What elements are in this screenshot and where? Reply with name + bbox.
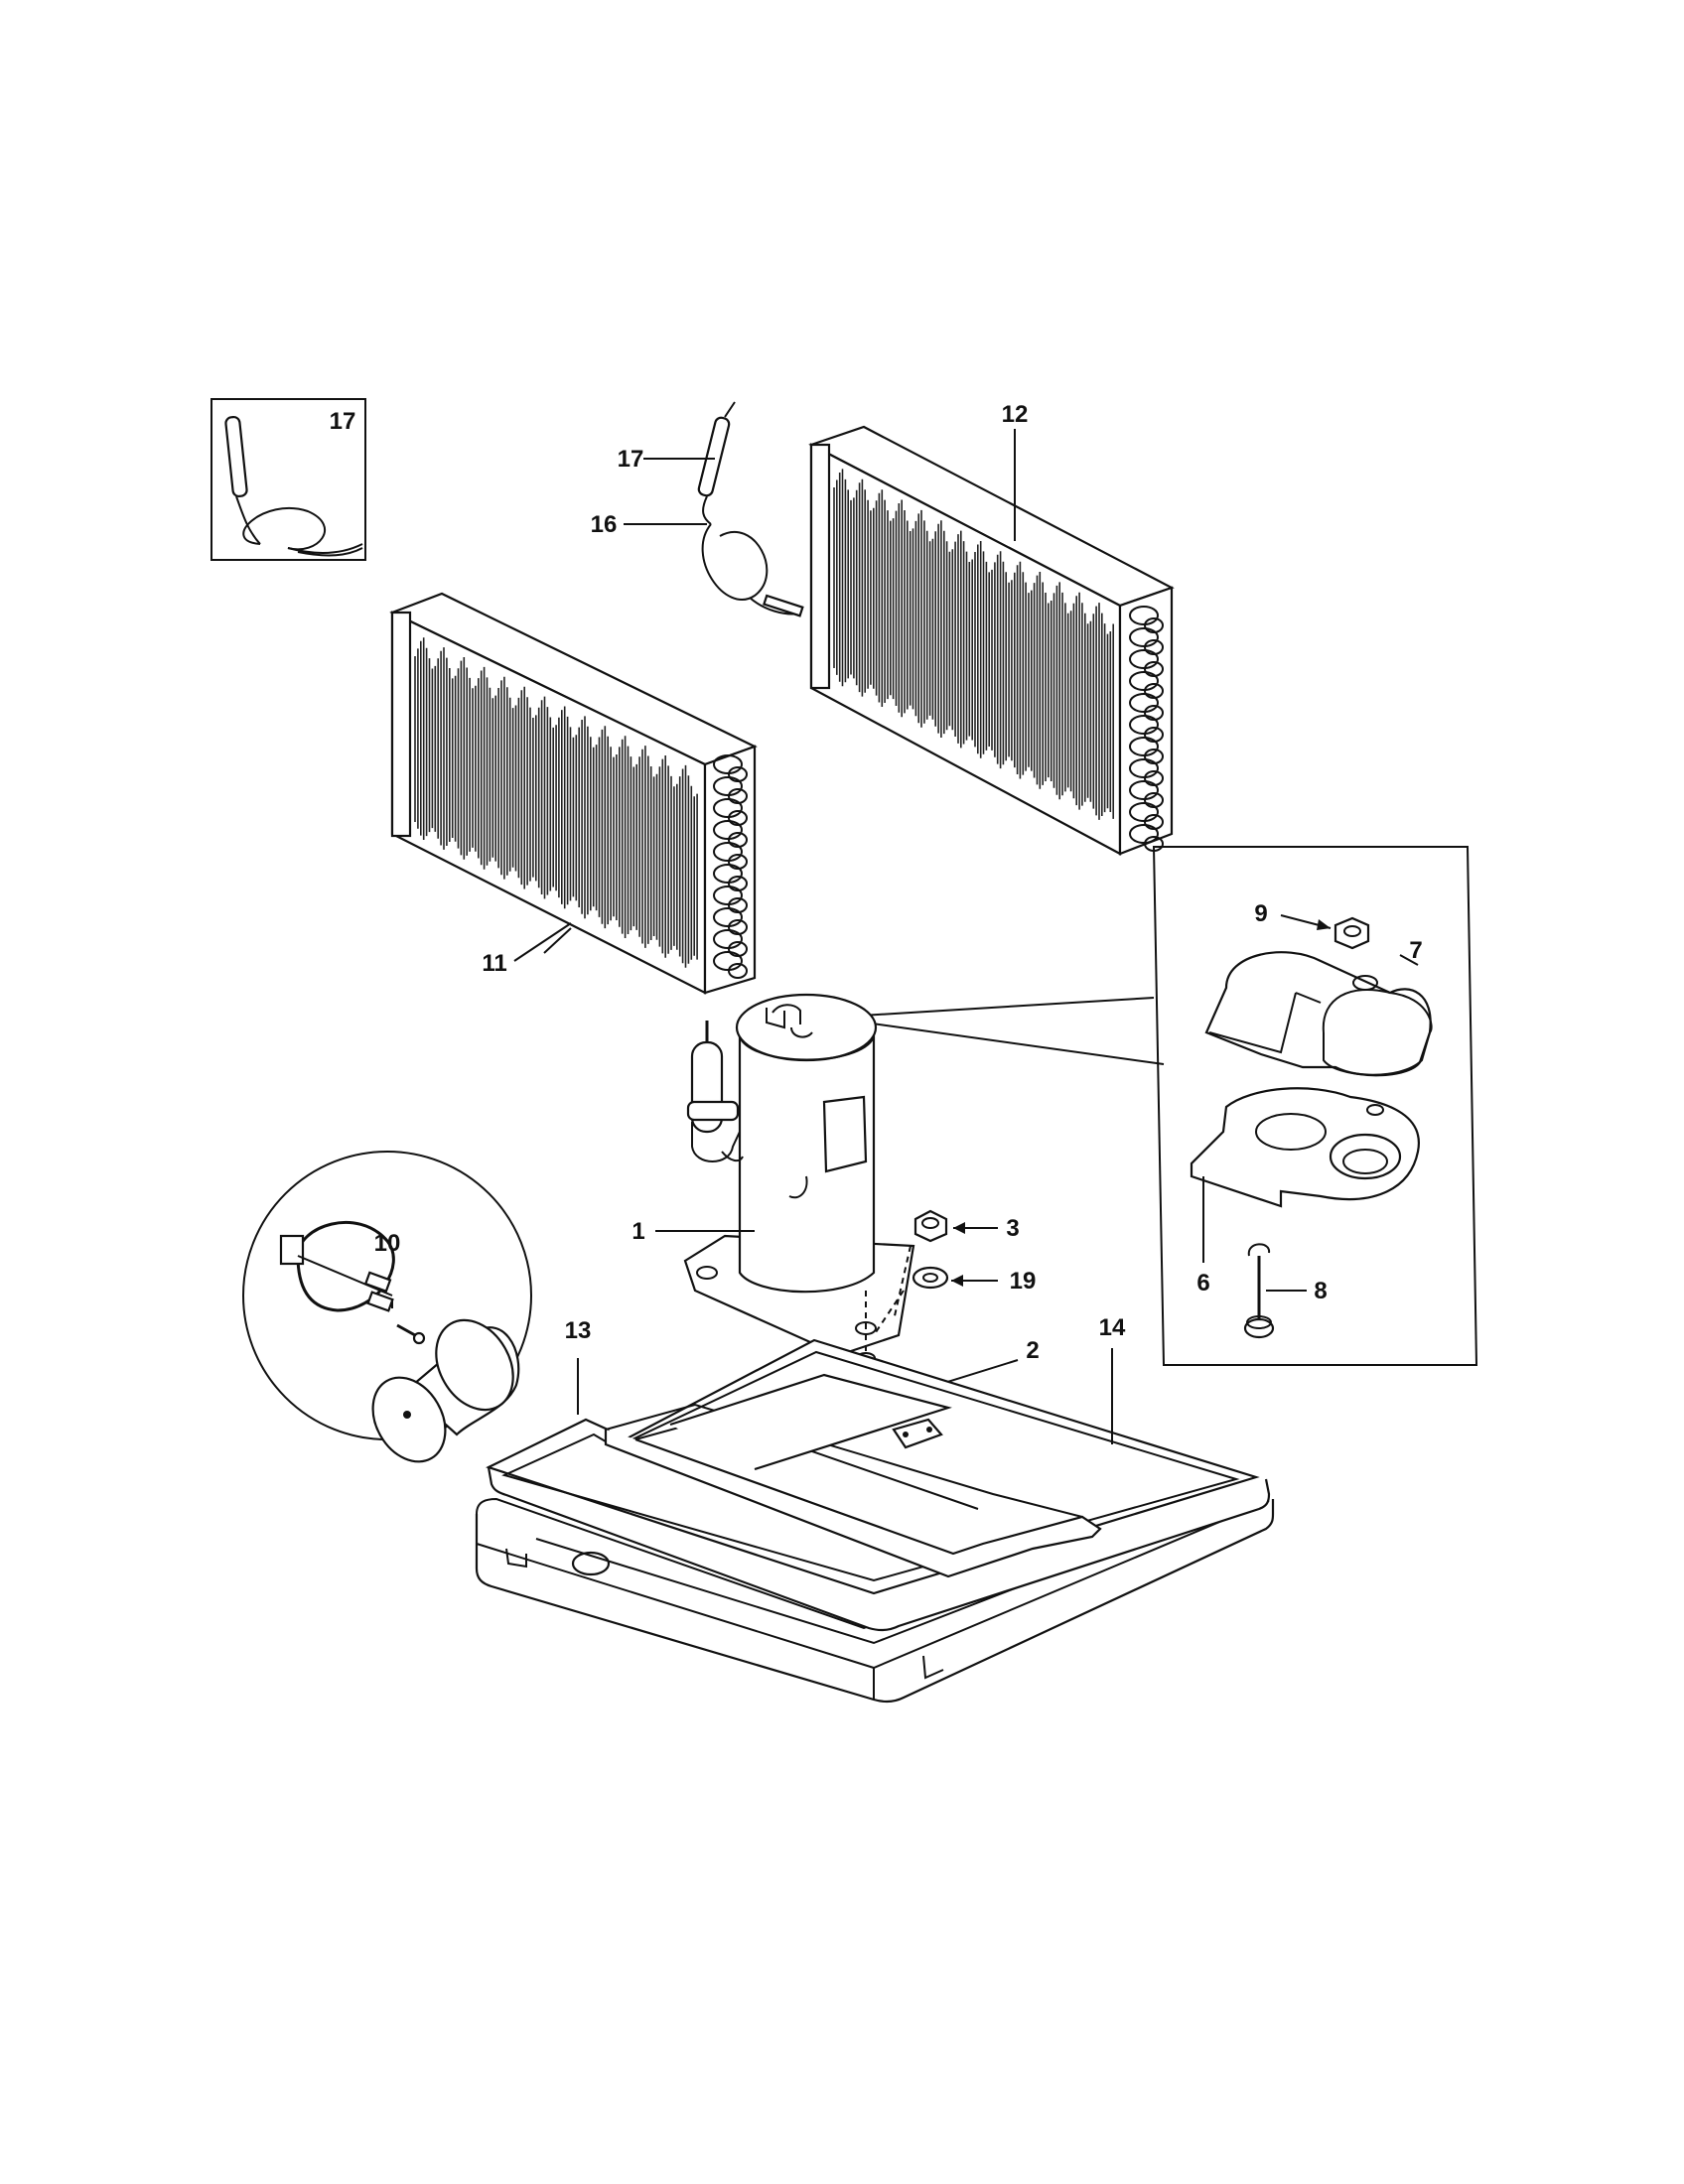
coil-tube-bend: [728, 766, 748, 782]
coil-tube-bend: [728, 854, 748, 870]
coil-tube-bend: [1129, 627, 1159, 647]
callout-19: 19: [1010, 1268, 1037, 1295]
nut-3: 3: [913, 1209, 1020, 1243]
coil-11-fins: [414, 637, 698, 968]
callout-17: 17: [618, 446, 644, 473]
coil-12-tube-bends: [1129, 606, 1164, 852]
coil-tube-bend: [1144, 617, 1164, 633]
callout-1: 1: [632, 1218, 644, 1245]
coil-tube-bend: [1144, 661, 1164, 677]
coil-tube-bend: [1129, 671, 1159, 691]
callout-6: 6: [1196, 1270, 1209, 1297]
compressor-1: 1: [632, 993, 915, 1357]
gasket-6: 6: [1190, 1087, 1420, 1297]
callout-3: 3: [1006, 1215, 1019, 1242]
coil-tube-bend: [728, 788, 748, 804]
callout-2: 2: [1026, 1337, 1039, 1364]
sensor-bulb-17-inset: [224, 415, 363, 557]
callout-7: 7: [1409, 937, 1422, 964]
coil-tube-bend: [1144, 683, 1164, 699]
callout-12: 12: [1002, 401, 1029, 428]
callout-8: 8: [1314, 1278, 1327, 1304]
nut-9: 9: [1254, 900, 1370, 950]
coil-tube-bend: [713, 842, 743, 862]
coil-tube-bend: [728, 876, 748, 891]
callout-13: 13: [565, 1317, 592, 1344]
washer-19: 19: [912, 1266, 1037, 1295]
callout-10: 10: [374, 1230, 401, 1257]
coil-tube-bend: [1129, 802, 1159, 822]
coil-tube-bend: [1144, 727, 1164, 743]
coil-tube-bend: [1129, 606, 1159, 625]
coil-tube-bend: [713, 754, 743, 774]
coil-tube-bend: [1144, 705, 1164, 721]
callout-9: 9: [1254, 900, 1267, 927]
coil-11: 11: [389, 592, 758, 995]
coil-tube-bend: [713, 886, 743, 905]
coil-tube-bend: [713, 820, 743, 840]
coil-tube-bend: [728, 897, 748, 913]
coil-tube-bend: [728, 919, 748, 935]
coil-tube-bend: [728, 810, 748, 826]
callout-16: 16: [591, 511, 618, 538]
coil-tube-bend: [713, 907, 743, 927]
coil-tube-bend: [713, 929, 743, 949]
coil-tube-bend: [713, 864, 743, 884]
coil-tube-bend: [1144, 814, 1164, 830]
coil-tube-bend: [728, 832, 748, 848]
coil-tube-bend: [728, 941, 748, 957]
coil-tube-bend: [713, 798, 743, 818]
coil-12: 12: [808, 401, 1175, 856]
coil-11-tube-bends: [713, 754, 748, 979]
coil-tube-bend: [728, 963, 748, 979]
inset-box-terminal-cover: 9 7 6 8: [828, 846, 1478, 1366]
coil-tube-bend: [1129, 693, 1159, 713]
inset-box-17: 17: [210, 398, 366, 561]
callout-11: 11: [482, 950, 506, 977]
coil-tube-bend: [1129, 737, 1159, 756]
coil-tube-bend: [1144, 770, 1164, 786]
coil-tube-bend: [1129, 758, 1159, 778]
coil-12-fins: [833, 469, 1114, 820]
coil-tube-bend: [713, 776, 743, 796]
coil-tube-bend: [713, 951, 743, 971]
callout-14: 14: [1099, 1314, 1126, 1341]
coil-tube-bend: [1129, 649, 1159, 669]
coil-tube-bend: [1144, 749, 1164, 764]
inset-circle-10: 10: [242, 1151, 532, 1463]
coil-tube-bend: [1144, 792, 1164, 808]
coil-tube-bend: [1129, 824, 1159, 844]
terminal-cover-7: 7: [1204, 937, 1433, 1077]
callout-17-inset: 17: [330, 408, 356, 435]
sensor-assembly-16-17: 17 16: [591, 401, 804, 617]
coil-tube-bend: [1129, 780, 1159, 800]
coil-tube-bend: [1129, 715, 1159, 735]
drain-pan-13: 13 14: [486, 1314, 1271, 1632]
clip-8: 8: [1243, 1243, 1328, 1339]
coil-tube-bend: [1144, 639, 1164, 655]
